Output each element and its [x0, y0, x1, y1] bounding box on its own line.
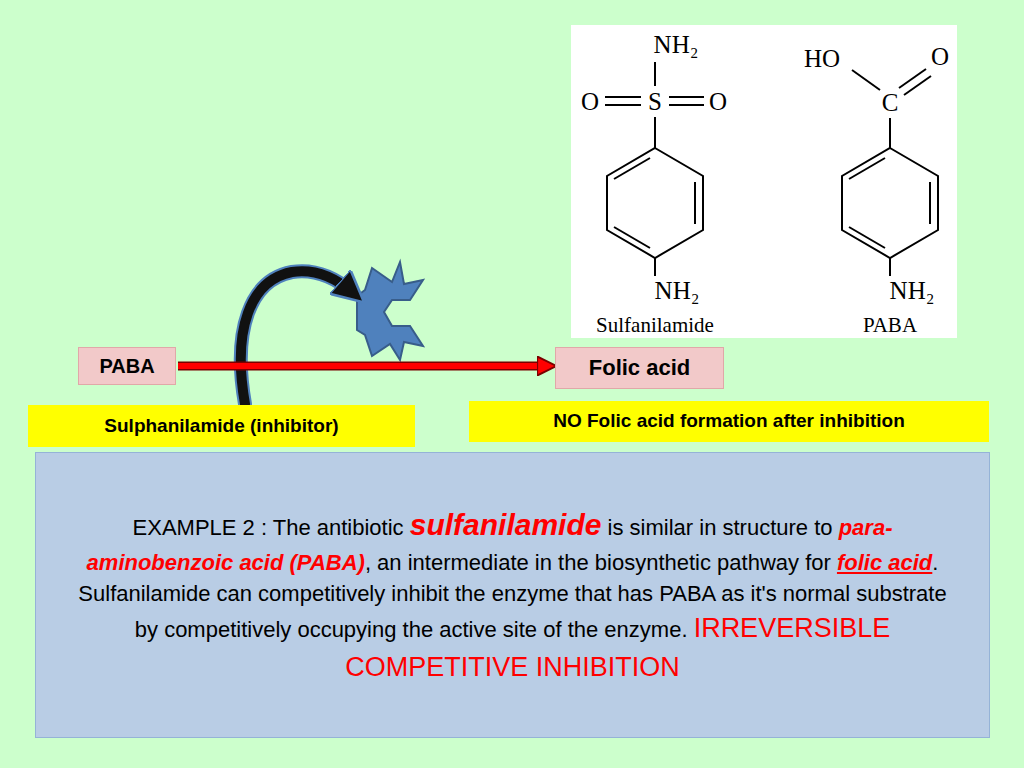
- reaction-arrow: [178, 366, 541, 367]
- paba-structure: [842, 69, 938, 276]
- box-label: NO Folic acid formation after inhibition: [553, 410, 905, 433]
- atom-label: O: [581, 89, 599, 114]
- sulfanilamide-structure: [605, 62, 704, 276]
- atom-label: NH₂: [655, 278, 700, 303]
- structure-panel: [571, 25, 957, 338]
- arrow-line: [178, 363, 541, 369]
- label-box: Folic acid: [555, 347, 724, 389]
- atom-label: C: [882, 90, 899, 115]
- emphasis-text: sulfanilamide: [410, 508, 602, 541]
- atom-label: NH₂: [654, 32, 699, 57]
- emphasis-text: folic acid: [837, 550, 932, 575]
- label-box: NO Folic acid formation after inhibition: [469, 401, 989, 442]
- compound-name: Sulfanilamide: [596, 315, 714, 336]
- atom-label: HO: [804, 46, 840, 71]
- box-label: Folic acid: [589, 355, 690, 381]
- body-text: is similar in structure to: [608, 515, 833, 540]
- atom-label: S: [648, 89, 662, 114]
- body-text: , an intermediate in the biosynthetic pa…: [365, 550, 831, 575]
- inhibitor-arrow: [241, 271, 352, 404]
- compound-name: PABA: [863, 315, 917, 336]
- atom-label: O: [709, 89, 727, 114]
- box-label: PABA: [99, 354, 154, 378]
- atom-label: O: [931, 44, 949, 69]
- label-box: PABA: [78, 347, 176, 385]
- atom-label: NH₂: [890, 278, 935, 303]
- inhibitor-arrow-outline: [241, 271, 352, 404]
- box-label: Sulphanilamide (inhibitor): [104, 415, 338, 438]
- paragraph: EXAMPLE 2 : The antibiotic sulfanilamide…: [64, 504, 961, 686]
- body-text: EXAMPLE 2 : The antibiotic: [133, 515, 404, 540]
- label-box: Sulphanilamide (inhibitor): [28, 405, 415, 447]
- text-panel: EXAMPLE 2 : The antibiotic sulfanilamide…: [35, 452, 990, 738]
- enzyme-symbol: [357, 262, 423, 360]
- arrow-outline: [178, 362, 541, 371]
